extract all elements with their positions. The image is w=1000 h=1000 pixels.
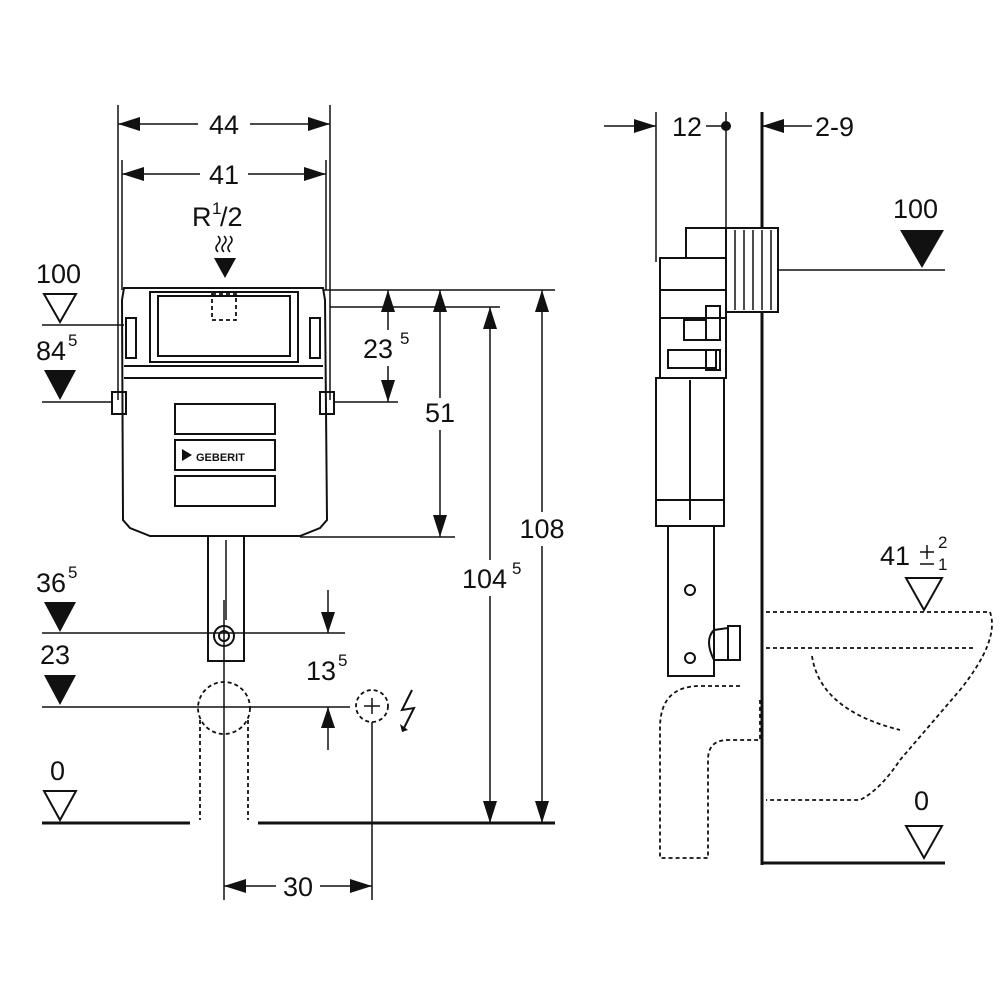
dimension-short: 23 5 [360, 290, 416, 402]
dim-height-total-label: 108 [519, 514, 564, 544]
dimension-supply: 13 5 [306, 590, 347, 750]
level-marker-seat: 41 2 1 [880, 533, 947, 613]
dimension-height-total: 108 [516, 290, 568, 823]
dim-supply-sup: 5 [338, 651, 347, 670]
dim-supply-main: 13 [306, 656, 336, 686]
dim-height-sup: 5 [512, 559, 521, 578]
level-floor-label: 0 [50, 756, 65, 786]
cistern-front: GEBERIT [111, 287, 335, 537]
wc-pan-outline [659, 611, 993, 859]
flush-pipe-side [667, 525, 741, 677]
dimension-depth: 12 [604, 112, 726, 142]
side-level-floor-label: 0 [914, 786, 929, 816]
inlet-sub: /2 [220, 202, 243, 232]
dim-wall-label: 2-9 [815, 112, 854, 142]
level-upper-main: 84 [36, 336, 66, 366]
level-upper-sup: 5 [68, 331, 77, 350]
level-marker-floor: 0 [42, 756, 78, 823]
dimension-mid: 51 [420, 290, 460, 537]
front-view: 44 41 R 1 /2 [36, 105, 568, 902]
dim-mid-label: 51 [425, 398, 455, 428]
seat-level-main: 41 [880, 541, 910, 571]
side-view: 12 2-9 [604, 112, 993, 865]
dimension-offset: 30 [224, 870, 372, 902]
level-marker-side-floor: 0 [904, 786, 944, 861]
dimension-wall: 2-9 [762, 112, 854, 142]
inlet-callout: R 1 /2 [192, 199, 243, 278]
dim-short-main: 23 [363, 334, 393, 364]
electric-icon [400, 689, 416, 729]
level-marker-lower: 23 [40, 640, 76, 705]
flush-pipe-front [207, 535, 245, 662]
width-inner-label: 41 [209, 160, 239, 190]
level-marker-middle: 36 5 [36, 563, 77, 632]
level-middle-sup: 5 [68, 563, 77, 582]
dim-height-main: 104 [462, 564, 507, 594]
dimension-width-inner: 41 [122, 158, 326, 190]
dim-depth-label: 12 [672, 112, 702, 142]
tank-cylinder [725, 227, 779, 313]
brand-label: GEBERIT [196, 452, 245, 464]
seat-tol-lower: 1 [938, 555, 947, 574]
cistern-side [655, 227, 727, 527]
inlet-arrow-icon [214, 258, 236, 278]
supply-connection [355, 689, 416, 732]
level-middle-main: 36 [36, 568, 66, 598]
dimension-width-outer: 44 [118, 108, 330, 140]
side-level-top-label: 100 [893, 194, 938, 224]
level-lower-label: 23 [40, 640, 70, 670]
inlet-sup: 1 [212, 199, 221, 218]
dim-offset-label: 30 [283, 872, 313, 902]
inlet-label: R [192, 202, 212, 232]
level-marker-side-top: 100 [778, 194, 945, 271]
level-marker-upper: 84 5 [36, 331, 77, 400]
dimension-height: 104 5 [460, 307, 528, 823]
seat-tol-upper: 2 [938, 533, 947, 552]
level-marker-top: 100 [36, 259, 81, 325]
width-outer-label: 44 [209, 110, 239, 140]
dim-short-sup: 5 [400, 329, 409, 348]
level-top-label: 100 [36, 259, 81, 289]
